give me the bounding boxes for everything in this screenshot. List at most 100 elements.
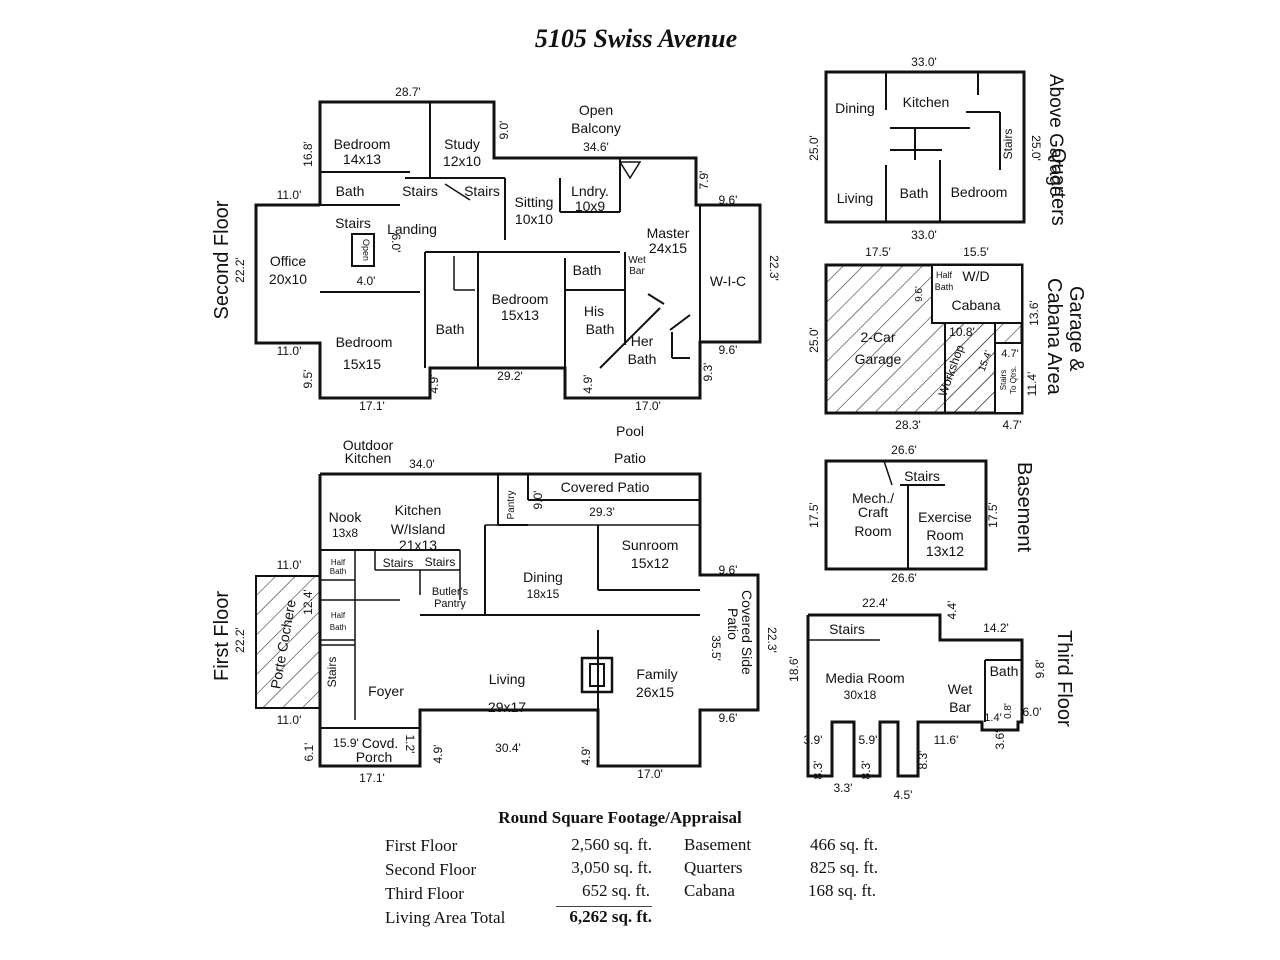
svg-text:22.2': 22.2' xyxy=(233,257,247,283)
svg-text:17.0': 17.0' xyxy=(635,399,661,413)
quarters-plan xyxy=(824,70,1026,224)
room-office: Office xyxy=(270,253,307,269)
room-foyer: Foyer xyxy=(368,683,404,699)
room-b-stairs: Stairs xyxy=(904,468,940,484)
svg-text:12x10: 12x10 xyxy=(443,153,481,169)
room-pool: Pool xyxy=(616,423,644,439)
svg-text:11.6': 11.6' xyxy=(934,733,959,747)
svg-text:10x10: 10x10 xyxy=(515,211,553,227)
svg-text:13x12: 13x12 xyxy=(926,543,964,559)
svg-text:8.3': 8.3' xyxy=(859,761,873,780)
svg-text:22.3': 22.3' xyxy=(765,627,779,653)
svg-text:17.1': 17.1' xyxy=(359,399,385,413)
svg-text:17.5': 17.5' xyxy=(865,245,891,259)
sqft-value-third-floor: 652 sq. ft. xyxy=(582,881,650,900)
svg-text:Pantry: Pantry xyxy=(434,598,466,610)
svg-text:9.0': 9.0' xyxy=(531,491,545,510)
svg-text:8.3': 8.3' xyxy=(811,761,825,780)
svg-text:15.5': 15.5' xyxy=(963,245,989,259)
room-her-bath: Her xyxy=(631,333,654,349)
room-bedroom-15x15: Bedroom xyxy=(336,334,393,350)
svg-text:33.0': 33.0' xyxy=(911,228,937,242)
sqft-value-basement: 466 sq. ft. xyxy=(810,835,878,854)
svg-text:35.5': 35.5' xyxy=(709,635,723,661)
sqft-value-first-floor: 2,560 sq. ft. xyxy=(571,835,652,854)
svg-text:29x17: 29x17 xyxy=(488,699,526,715)
svg-text:4.4': 4.4' xyxy=(945,601,959,620)
svg-text:4.9': 4.9' xyxy=(431,745,445,764)
sqft-value-cabana: 168 sq. ft. xyxy=(808,881,876,900)
room-b-mech: Mech./ xyxy=(852,490,894,506)
room-study: Study xyxy=(444,136,480,152)
svg-text:34.0': 34.0' xyxy=(409,457,435,471)
room-butlers-pantry: Butler's xyxy=(432,586,469,598)
dimension-labels: 28.7' 9.0' 34.6' 16.8' 11.0' 7.9' 9.6' 6… xyxy=(233,55,1047,802)
svg-text:29.2': 29.2' xyxy=(497,369,523,383)
svg-text:22.3': 22.3' xyxy=(767,255,781,281)
room-sunroom: Sunroom xyxy=(622,537,679,553)
sqft-heading: Round Square Footage/Appraisal xyxy=(498,808,742,827)
floor-labels: Second Floor First Floor Quarters Above … xyxy=(211,74,1087,727)
svg-text:5.9': 5.9' xyxy=(859,733,878,747)
svg-text:22.4': 22.4' xyxy=(862,596,888,610)
svg-text:To Qtrs.: To Qtrs. xyxy=(1009,366,1018,394)
svg-text:10x9: 10x9 xyxy=(575,198,606,214)
svg-text:4.0': 4.0' xyxy=(357,274,376,288)
svg-text:8.3': 8.3' xyxy=(916,751,930,770)
svg-text:11.0': 11.0' xyxy=(277,558,302,572)
svg-text:4.9': 4.9' xyxy=(579,747,593,766)
room-outdoor-kitchen: Outdoor xyxy=(343,437,394,453)
room-q-bedroom: Bedroom xyxy=(951,184,1008,200)
room-laundry: Lndry. xyxy=(571,183,609,199)
svg-text:28.7': 28.7' xyxy=(395,85,421,99)
room-stairs-1c: Stairs xyxy=(325,657,339,688)
svg-text:34.6': 34.6' xyxy=(583,140,609,154)
svg-text:21x13: 21x13 xyxy=(399,537,437,553)
room-q-kitchen: Kitchen xyxy=(903,94,950,110)
svg-text:15.9': 15.9' xyxy=(333,736,359,750)
room-bath-2a: Bath xyxy=(336,183,365,199)
svg-text:29.3': 29.3' xyxy=(589,505,615,519)
sqft-value-second-floor: 3,050 sq. ft. xyxy=(571,858,652,877)
room-g-cabana: Cabana xyxy=(951,297,1000,313)
svg-text:28.3': 28.3' xyxy=(895,418,921,432)
svg-text:Bath: Bath xyxy=(330,623,346,632)
room-bedroom-15x13: Bedroom xyxy=(492,291,549,307)
room-kitchen: Kitchen xyxy=(395,502,442,518)
svg-text:18.6': 18.6' xyxy=(787,656,801,682)
svg-text:Room: Room xyxy=(854,523,891,539)
svg-text:17.1': 17.1' xyxy=(359,771,385,785)
svg-text:9.8': 9.8' xyxy=(1033,660,1047,679)
room-pantry: Pantry xyxy=(506,491,517,520)
svg-text:13.6': 13.6' xyxy=(1027,300,1041,326)
room-q-dining: Dining xyxy=(835,100,875,116)
svg-text:17.5': 17.5' xyxy=(986,502,1000,528)
svg-text:15x13: 15x13 xyxy=(501,307,539,323)
sqft-label-cabana: Cabana xyxy=(684,881,735,900)
svg-text:11.4': 11.4' xyxy=(1025,372,1039,397)
svg-text:9.6': 9.6' xyxy=(719,193,738,207)
room-master: Master xyxy=(647,225,690,241)
svg-text:6.0': 6.0' xyxy=(389,234,403,253)
svg-text:3.6': 3.6' xyxy=(993,731,1007,750)
room-dining-1: Dining xyxy=(523,569,563,585)
svg-text:W/Island: W/Island xyxy=(391,521,445,537)
svg-text:Garage: Garage xyxy=(855,351,902,367)
garage-plan xyxy=(824,263,1024,415)
svg-text:14x13: 14x13 xyxy=(343,151,381,167)
room-stairs-2b: Stairs xyxy=(464,183,500,199)
room-second-bedroom-14x13: Bedroom xyxy=(334,136,391,152)
room-q-bath: Bath xyxy=(900,185,929,201)
svg-text:4.5': 4.5' xyxy=(894,788,913,802)
label-second-floor: Second Floor xyxy=(211,200,233,319)
svg-text:Bath: Bath xyxy=(330,567,346,576)
svg-text:18x15: 18x15 xyxy=(527,587,560,601)
third-floor-plan xyxy=(806,613,1024,778)
svg-text:9.5': 9.5' xyxy=(301,370,315,389)
svg-text:Room: Room xyxy=(926,527,963,543)
room-stairs-1b: Stairs xyxy=(425,555,456,569)
room-t-media: Media Room xyxy=(825,670,904,686)
svg-text:Craft: Craft xyxy=(858,504,888,520)
room-stairs-2c: Stairs xyxy=(335,215,371,231)
